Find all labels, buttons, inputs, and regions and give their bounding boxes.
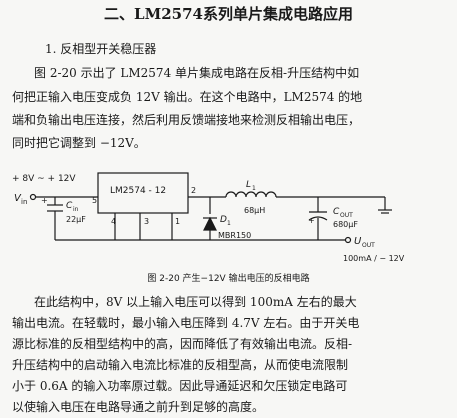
diode-label: D bbox=[220, 215, 227, 225]
output-spec: 100mA / − 12V bbox=[343, 254, 405, 263]
inductor-label: L bbox=[246, 180, 251, 190]
cin-label: C bbox=[66, 201, 73, 211]
pin-4: 4 bbox=[111, 217, 116, 226]
paragraph-line: 同时把它调整到 −12V。 bbox=[12, 136, 146, 150]
pin-3: 3 bbox=[144, 217, 149, 226]
inductor-subscript: 1 bbox=[252, 185, 256, 192]
subsection-heading: 1. 反相型开关稳压器 bbox=[45, 42, 157, 56]
paragraph-line: 输出电流。在轻载时，最小输入电压降到 4.7V 左右。由于开关电 bbox=[12, 316, 360, 330]
paragraph-line: 以使输入电压在电路导通之前升到足够的高度。 bbox=[12, 400, 265, 414]
paragraph-line: 小于 0.6A 的输入功率原过载。因此导通延迟和欠压锁定电路可 bbox=[12, 379, 348, 393]
diode-subscript: 1 bbox=[227, 220, 231, 227]
figure-caption: 图 2-20 产生−12V 输出电压的反相电路 bbox=[147, 274, 310, 284]
paragraph-line: 图 2-20 示出了 LM2574 单片集成电路在反相-升压结构中如 bbox=[34, 66, 360, 80]
cout-plus: + bbox=[308, 216, 315, 225]
paragraph-line: 源比标准的反相型结构中的高，因而降低了有效输出电流。反相- bbox=[12, 337, 353, 351]
paragraph-line: 升压结构中的启动输入电流比标准的反相型高，从而使电流限制 bbox=[12, 358, 349, 372]
pin-2: 2 bbox=[191, 186, 196, 195]
input-voltage-range: + 8V ~ + 12V bbox=[12, 174, 76, 184]
pin-1: 1 bbox=[175, 217, 180, 226]
paragraph-line: 何把正输入电压变成负 12V 输出。在这个电路中，LM2574 的地 bbox=[12, 90, 363, 104]
cin-value: 22μF bbox=[66, 215, 86, 224]
cout-subscript: OUT bbox=[340, 212, 353, 219]
paragraph-line: 端和负输出电压连接，然后利用反馈端接地来检测反相输出电压， bbox=[12, 113, 361, 127]
cin-plus: + bbox=[41, 196, 48, 205]
vin-symbol: V bbox=[14, 193, 22, 204]
ic-label: LM2574 - 12 bbox=[110, 186, 166, 196]
uout-symbol: U bbox=[354, 236, 362, 247]
section-heading: 二、LM2574系列单片集成电路应用 bbox=[104, 5, 353, 23]
cout-value: 680μF bbox=[333, 220, 358, 229]
vin-subscript: in bbox=[21, 198, 27, 206]
paragraph-line: 在此结构中，8V 以上输入电压可以得到 100mA 左右的最大 bbox=[34, 295, 357, 309]
cout-label: C bbox=[333, 207, 340, 217]
diode-part: MBR150 bbox=[218, 231, 251, 240]
inductor-value: 68μH bbox=[244, 206, 265, 215]
uout-subscript: OUT bbox=[362, 242, 375, 249]
pin-5: 5 bbox=[92, 196, 97, 205]
cin-subscript: in bbox=[73, 206, 79, 213]
